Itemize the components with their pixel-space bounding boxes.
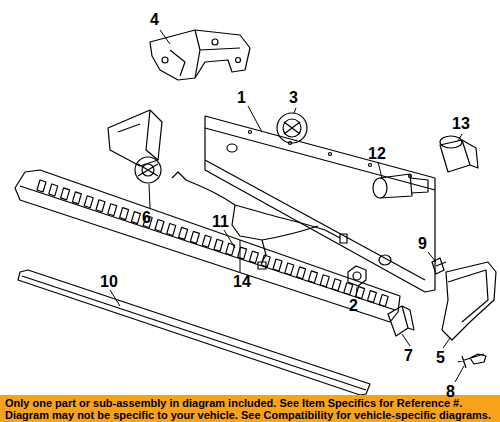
callout-number: 7 xyxy=(404,348,413,364)
pad-slot xyxy=(155,220,164,232)
callout-number: 3 xyxy=(289,90,298,106)
parking-sensor xyxy=(373,174,428,198)
trim-strip xyxy=(18,270,370,395)
bracket xyxy=(150,30,250,80)
pad-slot xyxy=(332,279,341,291)
pad-slot xyxy=(72,192,81,204)
pad-slot xyxy=(190,231,199,243)
mounting-plate xyxy=(277,113,307,143)
pad-slot xyxy=(367,291,376,303)
pad-slot xyxy=(167,223,176,235)
leader-lines xyxy=(110,30,464,382)
pad-slot xyxy=(320,275,329,287)
pad-slot xyxy=(356,287,365,299)
end-cap-left xyxy=(108,110,162,166)
pad-slot xyxy=(238,247,247,259)
pad-slot xyxy=(49,184,58,196)
nut xyxy=(348,266,366,286)
pad-slot xyxy=(37,180,46,192)
callout-number: 11 xyxy=(212,214,229,230)
pad-slot xyxy=(297,267,306,279)
callout-number: 9 xyxy=(418,236,427,252)
pad-slot xyxy=(249,251,258,263)
pad-slot xyxy=(285,263,294,275)
pad-slot xyxy=(273,259,282,271)
callout-number: 10 xyxy=(100,274,118,290)
callout-number: 2 xyxy=(349,298,358,314)
pad-slot xyxy=(84,196,93,208)
pad-slot xyxy=(131,212,140,224)
callout-number: 1 xyxy=(237,90,246,106)
pad-slot xyxy=(261,255,270,267)
pad-slot xyxy=(120,208,129,220)
callout-number: 12 xyxy=(368,146,386,162)
pad-slot xyxy=(61,188,70,200)
retainer-disk xyxy=(135,157,161,183)
wire-harness xyxy=(172,172,347,269)
pad-slot xyxy=(96,200,105,212)
pad-slot xyxy=(214,239,223,251)
callout-number: 6 xyxy=(142,210,151,226)
reinforcement-beam xyxy=(205,116,435,292)
support-bracket xyxy=(388,306,414,336)
pad-slot xyxy=(108,204,117,216)
push-pin xyxy=(458,354,486,368)
sensor-housing xyxy=(440,136,478,172)
pad-slot xyxy=(202,235,211,247)
end-cap-right xyxy=(442,262,496,340)
callout-number: 14 xyxy=(233,274,251,290)
pad-slot xyxy=(308,271,317,283)
pad-slot xyxy=(179,227,188,239)
step-pad xyxy=(15,170,400,322)
callout-number: 4 xyxy=(150,12,159,28)
pad-slot xyxy=(344,283,353,295)
callout-number: 13 xyxy=(452,116,470,132)
callout-number: 5 xyxy=(436,350,445,366)
notice-caption: Only one part or sub-assembly in diagram… xyxy=(5,397,495,421)
pad-slot xyxy=(379,295,388,307)
